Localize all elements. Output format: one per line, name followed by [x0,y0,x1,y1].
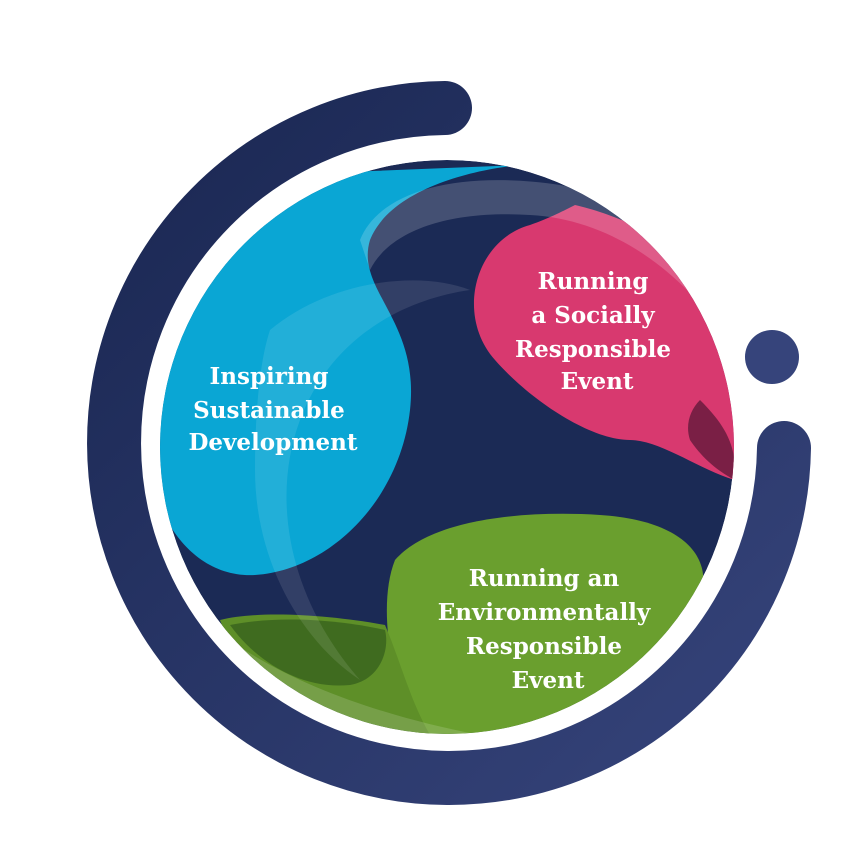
inspiring-label-line-2: Sustainable [193,397,345,424]
social-label-line-1: Running [538,268,649,295]
environmental-label-line-2: Environmentally [438,599,651,626]
environmental-label-line-4: Event [512,667,585,694]
social-label-line-2: a Socially [531,302,655,329]
globe [160,160,734,734]
social-label-line-4: Event [561,368,634,395]
social-label-line-3: Responsible [515,336,671,363]
social-blob-shade [688,400,734,480]
ring-dot [745,330,799,384]
environmental-label-line-1: Running an [469,565,620,592]
swirl-overlay-left [255,280,470,680]
environmental-blob-shade [230,619,387,686]
social-blob [473,205,734,480]
inspiring-label: Inspiring Sustainable Development [188,363,357,456]
inspiring-label-line-3: Development [188,429,357,456]
inspiring-blob [160,165,520,576]
environmental-label: Running an Environmentally Responsible E… [438,565,659,694]
inspiring-label-line-1: Inspiring [210,363,329,390]
outer-ring-arc [87,81,811,805]
social-label: Running a Socially Responsible Event [515,268,679,395]
environmental-label-line-3: Responsible [466,633,622,660]
